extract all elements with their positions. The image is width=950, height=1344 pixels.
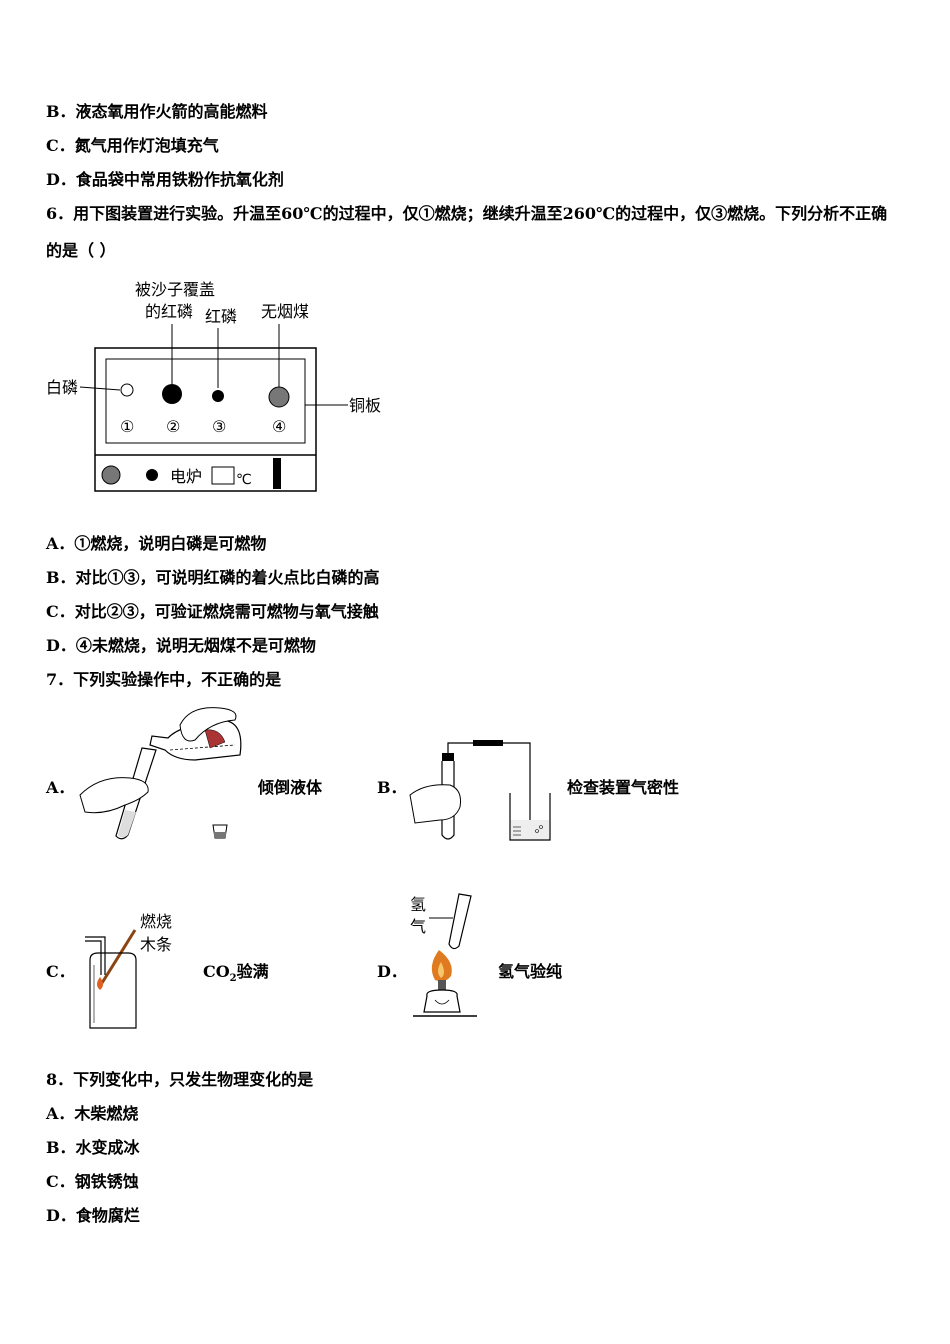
stove-switch: [273, 458, 281, 489]
q7-c-co2-check-figure: 燃烧 木条: [85, 912, 172, 1029]
label-sand-covered-1: 被沙子覆盖: [135, 280, 215, 299]
q7-c-caption: CO2验满: [203, 962, 269, 989]
q6-stem-line1: 6．用下图装置进行实验。升温至60℃的过程中，仅①燃烧；继续升温至260℃的过程…: [46, 204, 888, 223]
label-celsius: ℃: [236, 472, 252, 488]
stove-knob: [101, 465, 121, 485]
stove-indicator: [146, 469, 158, 481]
q6-option-b: B．对比①③，可说明红磷的着火点比白磷的高: [46, 568, 380, 587]
label-num-3: ③: [212, 417, 226, 436]
q6-option-d: D．④未燃烧，说明无烟煤不是可燃物: [46, 636, 316, 655]
q7-d-letter: D．: [377, 962, 407, 981]
q6-option-a: A．①燃烧，说明白磷是可燃物: [46, 534, 267, 553]
q7-a-caption: 倾倒液体: [258, 778, 323, 797]
q8-option-a: A．木柴燃烧: [46, 1104, 139, 1123]
q6-option-c: C．对比②③，可验证燃烧需可燃物与氧气接触: [46, 602, 379, 621]
q7-a-pouring-liquid-figure: [79, 707, 242, 840]
label-num-4: ④: [272, 417, 286, 436]
white-phosphorus-sample: [120, 383, 134, 397]
q7-b-airtightness-figure: [409, 740, 551, 841]
anthracite-sample: [268, 386, 290, 408]
label-red-phosphorus: 红磷: [205, 307, 237, 326]
q8-option-c: C．钢铁锈蚀: [46, 1172, 139, 1191]
red-phosphorus-sample: [212, 390, 224, 402]
label-sand-covered-2: 的红磷: [145, 302, 193, 321]
q7-d-hydrogen-purity-figure: 氢 气: [410, 893, 477, 1017]
q7-stem: 7．下列实验操作中，不正确的是: [46, 670, 282, 689]
q7-b-caption: 检查装置气密性: [567, 778, 680, 797]
label-hydrogen-2: 气: [410, 917, 426, 936]
label-electric-stove: 电炉: [170, 467, 202, 486]
q8-option-d: D．食物腐烂: [46, 1206, 140, 1225]
caption-co: CO: [203, 962, 230, 981]
label-wood-stick: 木条: [140, 935, 172, 954]
q7-d-caption: 氢气验纯: [498, 962, 563, 981]
sand-covered-red-phosphorus-sample: [162, 384, 182, 404]
label-anthracite: 无烟煤: [261, 302, 309, 321]
q6-stem-line2: 的是（ ）: [46, 241, 116, 260]
label-white-phosphorus: 白磷: [46, 378, 78, 397]
label-burning: 燃烧: [140, 912, 172, 931]
q7-a-letter: A．: [46, 778, 75, 797]
q7-c-letter: C．: [46, 962, 75, 981]
caption-full-check: 验满: [236, 962, 269, 981]
label-num-2: ②: [166, 417, 180, 436]
q5-option-c: C．氮气用作灯泡填充气: [46, 136, 219, 155]
caption-subscript-2: 2: [229, 973, 237, 985]
q5-option-d: D．食品袋中常用铁粉作抗氧化剂: [46, 170, 284, 189]
label-num-1: ①: [120, 417, 134, 436]
q7-b-letter: B．: [377, 778, 407, 797]
label-hydrogen-1: 氢: [410, 895, 426, 914]
q6-apparatus-diagram: 被沙子覆盖 的红磷 红磷 无烟煤 白磷 铜板 ① ② ③ ④ 电炉 ℃: [46, 280, 381, 492]
q5-option-b: B．液态氧用作火箭的高能燃料: [46, 102, 268, 121]
q8-option-b: B．水变成冰: [46, 1138, 140, 1157]
temperature-display: [211, 466, 235, 485]
q8-stem: 8．下列变化中，只发生物理变化的是: [46, 1070, 314, 1089]
label-copper-plate: 铜板: [349, 396, 381, 415]
